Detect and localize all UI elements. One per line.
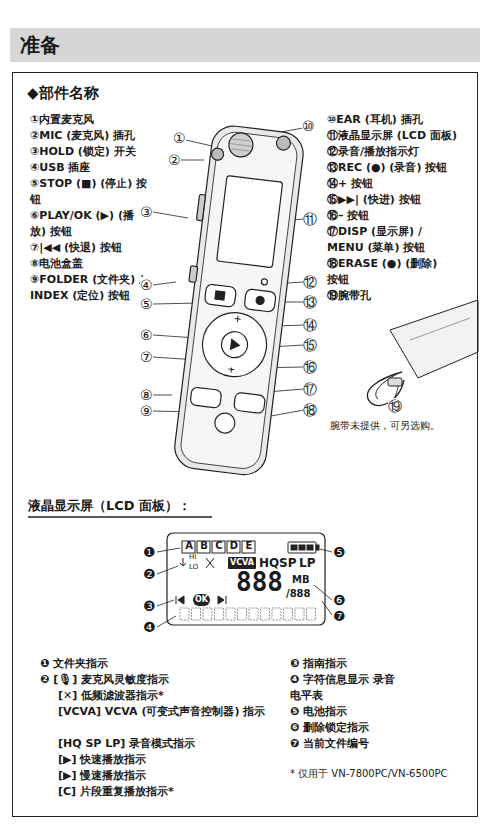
- part-name: ⑥PLAY/OK (▶) (播放) 按钮: [30, 208, 148, 240]
- callout-number: ①: [173, 130, 186, 146]
- callout-number: ⑬: [303, 294, 317, 310]
- callout-number: ⑫: [303, 274, 317, 290]
- callout-number: ❺: [333, 544, 346, 560]
- part-name: ⑩EAR (耳机) 插孔: [327, 112, 423, 128]
- folder-letter: C: [214, 539, 224, 553]
- folder-letter: A: [184, 539, 194, 553]
- callout-number: ⑤: [140, 296, 153, 312]
- part-name: ⑰DISP (显示屏) / MENU (菜单) 按钮: [327, 224, 445, 256]
- legend-text: [▶] 慢速播放指示: [58, 768, 146, 784]
- callout-number: ⑱: [303, 402, 317, 418]
- chapter-band: 准备: [10, 28, 480, 62]
- legend-text: ❺ 电池指示: [290, 704, 347, 720]
- chapter-title: 准备: [20, 32, 60, 58]
- callout-number: ⑥: [140, 327, 153, 343]
- lcd-text: /888: [286, 588, 311, 600]
- legend-text: ❸ 指南指示: [290, 656, 347, 672]
- callout-number: ⑭: [303, 317, 317, 333]
- part-name: ⑮▶▶| (快进) 按钮: [327, 192, 421, 208]
- part-name: ⑱ERASE (●) (删除) 按钮: [327, 256, 445, 288]
- callout-number: ⑲: [388, 398, 402, 414]
- callout-number: ⑪: [303, 211, 317, 227]
- lcd-digits: 888: [236, 568, 283, 596]
- section-heading: ◆部件名称: [27, 83, 99, 103]
- part-name: ⑧电池盒盖: [30, 256, 83, 272]
- legend-text: ❹ 字符信息显示 录音电平表: [290, 672, 400, 704]
- folder-letter: D: [229, 539, 239, 553]
- part-name: ⑭+ 按钮: [327, 176, 373, 192]
- section-heading: 液晶显示屏（LCD 面板）：: [28, 498, 191, 514]
- heading-underline: [28, 516, 212, 518]
- folder-letter: B: [199, 539, 209, 553]
- part-name: ⑤STOP (■) (停止) 按钮: [30, 176, 148, 208]
- part-name: ④USB 插座: [30, 160, 90, 176]
- part-name: ⑲腕带孔: [327, 288, 371, 304]
- legend-text: ❼ 当前文件编号: [290, 736, 369, 752]
- lcd-text: OK: [193, 594, 210, 606]
- callout-number: ⑩: [302, 118, 315, 134]
- part-name: ⑯– 按钮: [327, 208, 369, 224]
- callout-number: ②: [168, 152, 181, 168]
- callout-number: ⑯: [303, 359, 317, 375]
- callout-number: ❻: [333, 592, 346, 608]
- callout-number: ❸: [143, 598, 156, 614]
- callout-number: ❶: [143, 544, 156, 560]
- callout-number: ⑨: [140, 403, 153, 419]
- note: 腕带未提供，可另选购。: [330, 418, 440, 434]
- callout-number: ⑰: [303, 381, 317, 397]
- legend-text: ❻ 删除锁定指示: [290, 720, 369, 736]
- legend-text: [VCVA] VCVA (可变式声音控制器) 指示: [58, 704, 268, 720]
- folder-letter: E: [244, 539, 254, 553]
- callout-number: ③: [140, 204, 153, 220]
- callout-number: ❹: [143, 619, 156, 635]
- note: * 仅用于 VN-7800PC/VN-6500PC: [290, 766, 448, 782]
- lcd-panel: [167, 533, 325, 625]
- callout-number: ❷: [143, 566, 156, 582]
- callout-number: ❼: [333, 608, 346, 624]
- callout-number: ④: [140, 277, 153, 293]
- lcd-text: LO: [189, 563, 198, 572]
- part-name: ⑦|◀◀ (快退) 按钮: [30, 240, 122, 256]
- callout-number: ⑦: [140, 349, 153, 365]
- callout-number: ⑮: [303, 337, 317, 353]
- legend-text: [HQ SP LP] 录音模式指示: [58, 736, 195, 752]
- lcd-text: MB: [292, 574, 310, 586]
- legend-text: ❷ [🎙] 麦克风灵敏度指示: [40, 672, 169, 688]
- part-name: ⑨FOLDER (文件夹) / INDEX (定位) 按钮: [30, 272, 148, 304]
- legend-text: [✕] 低频滤波器指示*: [58, 688, 164, 704]
- legend-text: ❶ 文件夹指示: [40, 656, 108, 672]
- lcd-text: LP: [299, 555, 315, 571]
- lcd-text: HI: [189, 553, 196, 562]
- part-name: ⑬REC (●) (录音) 按钮: [327, 160, 447, 176]
- legend-text: [C] 片段重复播放指示*: [58, 784, 174, 800]
- part-name: ⑫录音/播放指示灯: [327, 144, 419, 160]
- part-name: ②MIC (麦克风) 插孔: [30, 128, 135, 144]
- part-name: ⑪液晶显示屏 (LCD 面板): [327, 128, 457, 144]
- callout-number: ⑧: [140, 387, 153, 403]
- part-name: ①内置麦克风: [30, 112, 94, 128]
- legend-text: [▶] 快速播放指示: [58, 752, 146, 768]
- part-name: ③HOLD (锁定) 开关: [30, 144, 136, 160]
